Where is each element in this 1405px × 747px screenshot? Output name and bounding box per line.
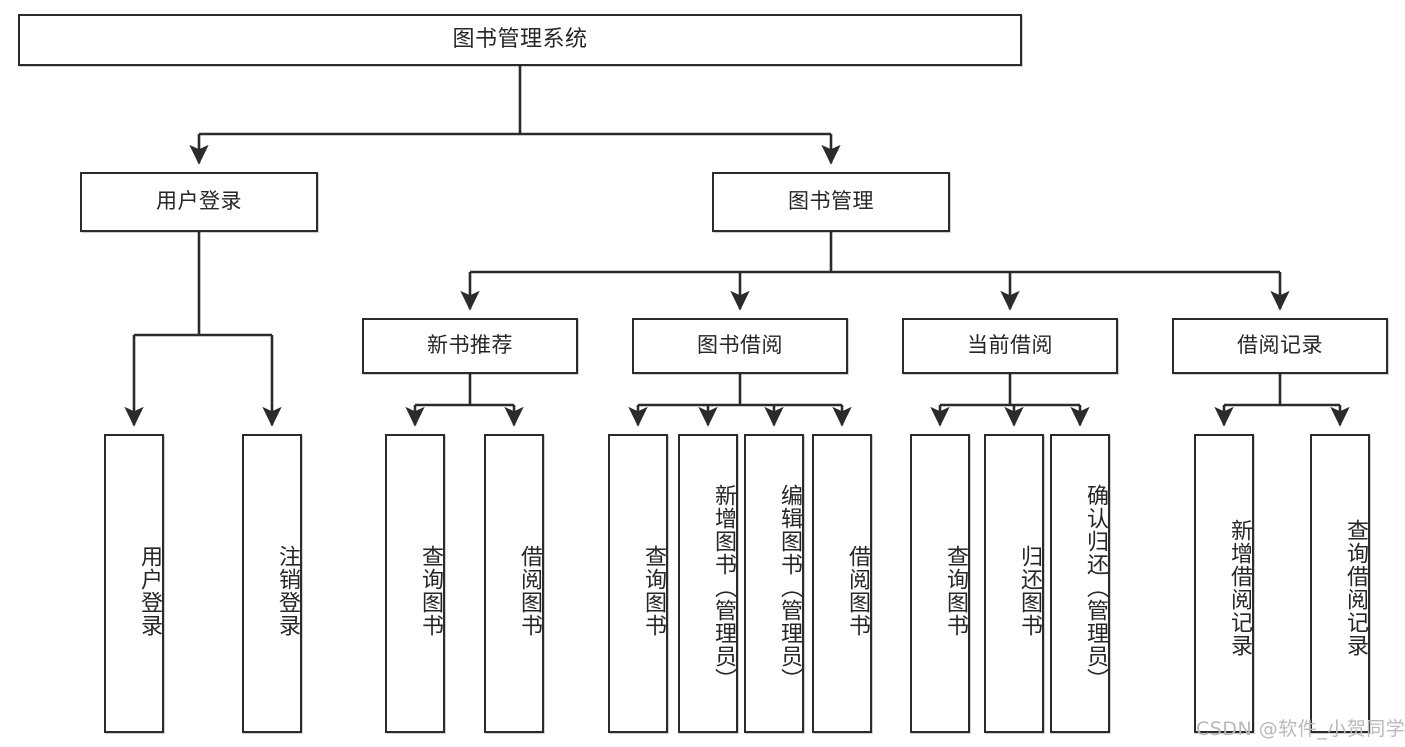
node-leaf-add-borrow-record[interactable]: 新增借阅记录 <box>1194 434 1254 733</box>
node-root-system[interactable]: 图书管理系统 <box>18 14 1022 66</box>
node-leaf-borrow-book-recommend[interactable]: 借阅图书 <box>484 434 544 733</box>
node-user-login[interactable]: 用户登录 <box>80 172 318 232</box>
node-new-book-recommend[interactable]: 新书推荐 <box>362 318 578 374</box>
node-leaf-edit-book-admin[interactable]: 编辑图书（管理员） <box>744 434 804 733</box>
node-leaf-add-book-admin[interactable]: 新增图书（管理员） <box>678 434 738 733</box>
node-current-borrow[interactable]: 当前借阅 <box>902 318 1118 374</box>
node-leaf-query-book-current[interactable]: 查询图书 <box>910 434 970 733</box>
node-book-manage[interactable]: 图书管理 <box>712 172 950 232</box>
node-leaf-query-book-recommend[interactable]: 查询图书 <box>385 434 445 733</box>
csdn-watermark: CSDN @软件_小贺同学 <box>1196 718 1405 740</box>
node-borrow-record[interactable]: 借阅记录 <box>1172 318 1388 374</box>
node-leaf-query-book-borrow[interactable]: 查询图书 <box>608 434 668 733</box>
node-book-borrow[interactable]: 图书借阅 <box>632 318 848 374</box>
node-leaf-logout[interactable]: 注销登录 <box>242 434 302 733</box>
node-leaf-return-book[interactable]: 归还图书 <box>984 434 1044 733</box>
node-leaf-borrow-book[interactable]: 借阅图书 <box>812 434 872 733</box>
node-leaf-query-borrow-record[interactable]: 查询借阅记录 <box>1310 434 1370 733</box>
node-leaf-confirm-return-admin[interactable]: 确认归还（管理员） <box>1050 434 1110 733</box>
node-leaf-user-login[interactable]: 用户登录 <box>104 434 164 733</box>
